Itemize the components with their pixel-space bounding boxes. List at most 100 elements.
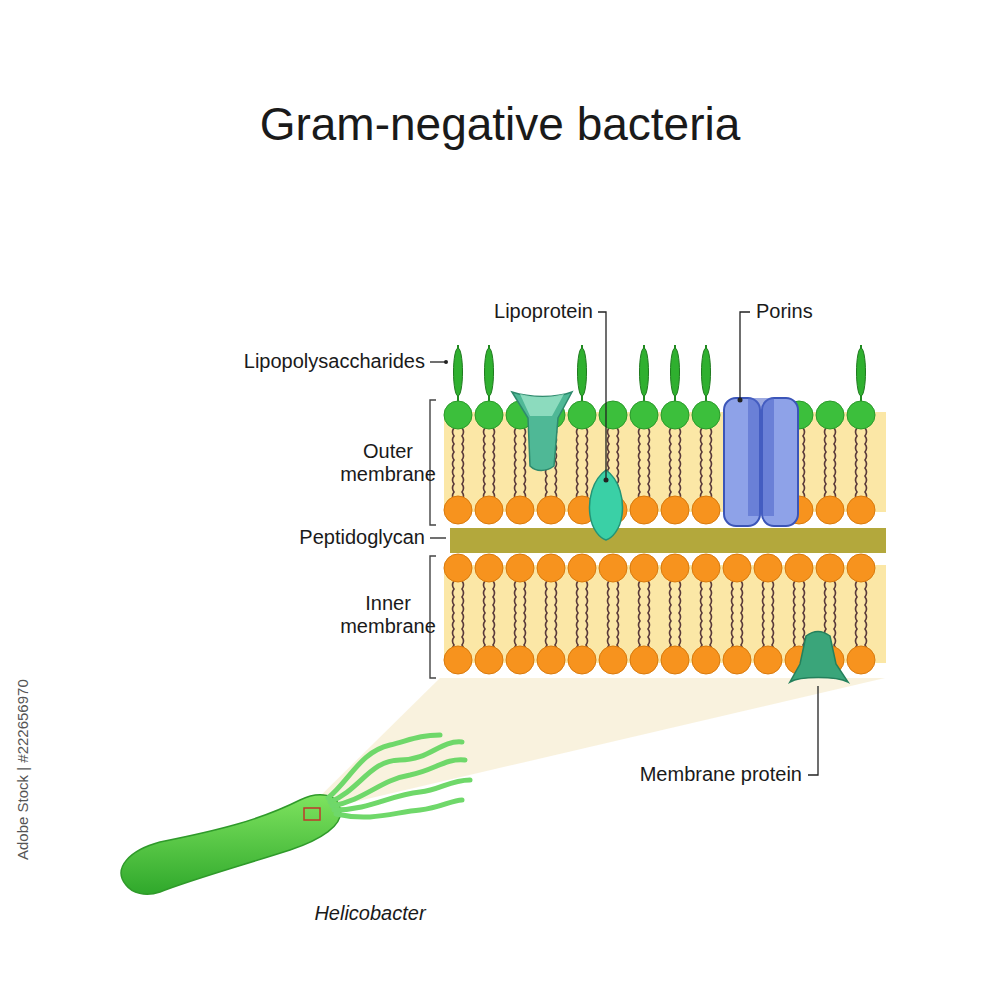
lipid-head: [630, 496, 658, 524]
lipid-head: [847, 496, 875, 524]
lps-head: [630, 401, 658, 429]
lipid-head: [444, 496, 472, 524]
lps-sugar: [671, 348, 680, 396]
lipid-tail: [741, 581, 743, 653]
lipid-tail: [710, 428, 712, 500]
lipid-head: [661, 554, 689, 582]
lipid-tail: [515, 581, 517, 653]
lipid-head: [816, 496, 844, 524]
lipid-head: [506, 646, 534, 674]
lipid-tail: [617, 581, 619, 653]
diagram-title: Gram-negative bacteria: [260, 98, 741, 151]
part-label: Porins: [756, 300, 813, 323]
lipid-tail: [515, 428, 517, 500]
part-label: Membrane protein: [640, 763, 802, 786]
lipid-head: [537, 554, 565, 582]
lipid-tail: [648, 428, 650, 500]
lipid-tail: [794, 581, 796, 653]
lps-head: [692, 401, 720, 429]
part-label: Lipoprotein: [494, 300, 593, 323]
lipid-head: [785, 554, 813, 582]
lipid-head: [537, 646, 565, 674]
part-label: Peptidoglycan: [299, 526, 425, 549]
watermark: Adobe Stock | #222656970: [13, 680, 30, 861]
lipid-tail: [710, 581, 712, 653]
zoom-cone: [306, 678, 885, 810]
part-label: Outer membrane: [333, 440, 443, 486]
lipid-tail: [865, 428, 867, 500]
lipid-head: [475, 496, 503, 524]
lipid-tail: [679, 581, 681, 653]
lipid-head: [475, 554, 503, 582]
lipid-tail: [670, 581, 672, 653]
lps-sugar: [578, 348, 587, 396]
part-label: Lipopolysaccharides: [244, 350, 425, 373]
lipid-head: [568, 554, 596, 582]
lipid-head: [630, 646, 658, 674]
lipid-head: [692, 646, 720, 674]
leader-dot: [604, 478, 609, 483]
lipid-tail: [462, 581, 464, 653]
membrane-protein-shape: [790, 632, 848, 683]
lipid-tail: [586, 428, 588, 500]
lipid-tail: [484, 581, 486, 653]
lipid-head: [723, 646, 751, 674]
protein-highlight: [520, 394, 564, 416]
lipid-tail: [701, 428, 703, 500]
lipid-tail: [493, 428, 495, 500]
lipid-head: [847, 646, 875, 674]
lipid-head: [475, 646, 503, 674]
porin-channel: [748, 398, 774, 516]
lipid-tail: [679, 428, 681, 500]
lipid-head: [847, 554, 875, 582]
lipid-head: [568, 646, 596, 674]
lipid-head: [816, 554, 844, 582]
lipid-tail: [546, 581, 548, 653]
leader-dot: [738, 398, 743, 403]
lipid-tail: [648, 581, 650, 653]
lipid-head: [661, 496, 689, 524]
lipid-head: [537, 496, 565, 524]
lps-sugar: [640, 348, 649, 396]
lipid-tail: [484, 428, 486, 500]
bacterium-body: [121, 795, 340, 895]
lipid-tail: [701, 581, 703, 653]
lipid-head: [506, 554, 534, 582]
lps-head: [816, 401, 844, 429]
lipid-tail: [524, 581, 526, 653]
lipid-head: [444, 646, 472, 674]
lipid-tail: [803, 428, 805, 500]
lipid-head: [630, 554, 658, 582]
lipid-tail: [639, 581, 641, 653]
lipid-head: [754, 646, 782, 674]
lipid-tails: [453, 428, 867, 653]
lps-head: [475, 401, 503, 429]
part-label: Helicobacter: [314, 902, 425, 925]
outer-membrane-core: [444, 412, 886, 512]
lps-sugar: [454, 348, 463, 396]
lipid-head: [723, 554, 751, 582]
lipid-head: [754, 554, 782, 582]
lps-sugar: [857, 348, 866, 396]
lipid-head: [692, 496, 720, 524]
lipid-tail: [555, 581, 557, 653]
lipid-tail: [577, 581, 579, 653]
lipid-tail: [856, 428, 858, 500]
lipid-head: [599, 646, 627, 674]
lipid-tail: [865, 581, 867, 653]
lipid-tail: [856, 581, 858, 653]
lipid-tail: [453, 581, 455, 653]
flagella: [328, 735, 470, 817]
lipid-tail: [732, 581, 734, 653]
lipid-head: [444, 554, 472, 582]
lipid-tail: [670, 428, 672, 500]
lps-head: [661, 401, 689, 429]
lps-head: [599, 401, 627, 429]
peptidoglycan-layer: [450, 528, 886, 553]
part-label: Inner membrane: [333, 592, 443, 638]
lipid-tail: [586, 581, 588, 653]
lipid-tail: [462, 428, 464, 500]
lps-head: [444, 401, 472, 429]
lipoprotein-shape: [590, 470, 623, 540]
